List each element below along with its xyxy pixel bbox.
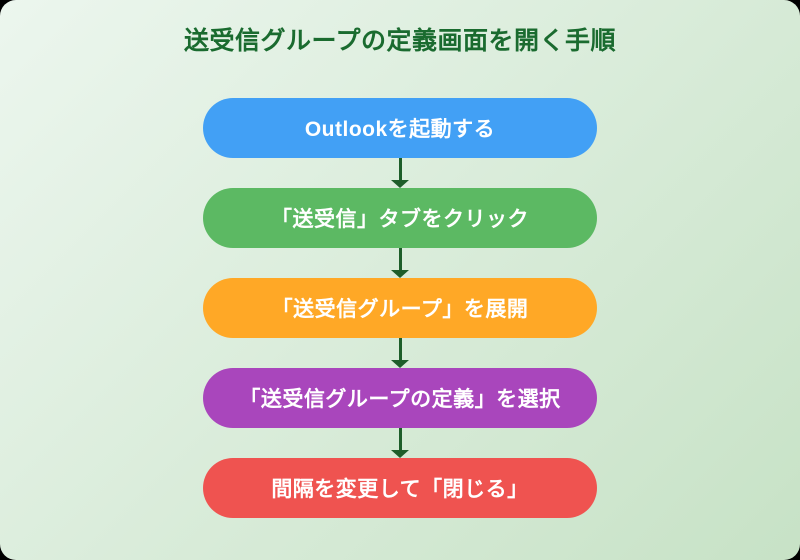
arrow-stem <box>398 338 402 360</box>
down-arrow-icon <box>391 158 409 188</box>
step-expand-sendreceive-groups: 「送受信グループ」を展開 <box>203 278 597 338</box>
step-click-sendreceive-tab-label: 「送受信」タブをクリック <box>271 208 529 231</box>
arrow-head <box>391 450 409 458</box>
arrow-stem <box>398 428 402 450</box>
arrow-stem <box>398 158 402 180</box>
step-change-interval-close: 間隔を変更して「閉じる」 <box>203 458 597 518</box>
arrow-head <box>391 360 409 368</box>
step-launch-outlook-label: Outlookを起動する <box>304 118 496 141</box>
step-select-define-sendreceive-groups-label: 「送受信グループの定義」を選択 <box>239 388 561 411</box>
page-title: 送受信グループの定義画面を開く手順 <box>183 27 616 55</box>
step-change-interval-close-label: 間隔を変更して「閉じる」 <box>271 478 529 501</box>
arrow-head <box>391 180 409 188</box>
down-arrow-icon <box>391 338 409 368</box>
flowchart: Outlookを起動する 「送受信」タブをクリック 「送受信グループ」を展開 「… <box>0 98 800 518</box>
arrow-head <box>391 270 409 278</box>
step-click-sendreceive-tab: 「送受信」タブをクリック <box>203 188 597 248</box>
down-arrow-icon <box>391 248 409 278</box>
arrow-stem <box>398 248 402 270</box>
step-select-define-sendreceive-groups: 「送受信グループの定義」を選択 <box>203 368 597 428</box>
step-launch-outlook: Outlookを起動する <box>203 98 597 158</box>
step-expand-sendreceive-groups-label: 「送受信グループ」を展開 <box>271 298 529 321</box>
down-arrow-icon <box>391 428 409 458</box>
